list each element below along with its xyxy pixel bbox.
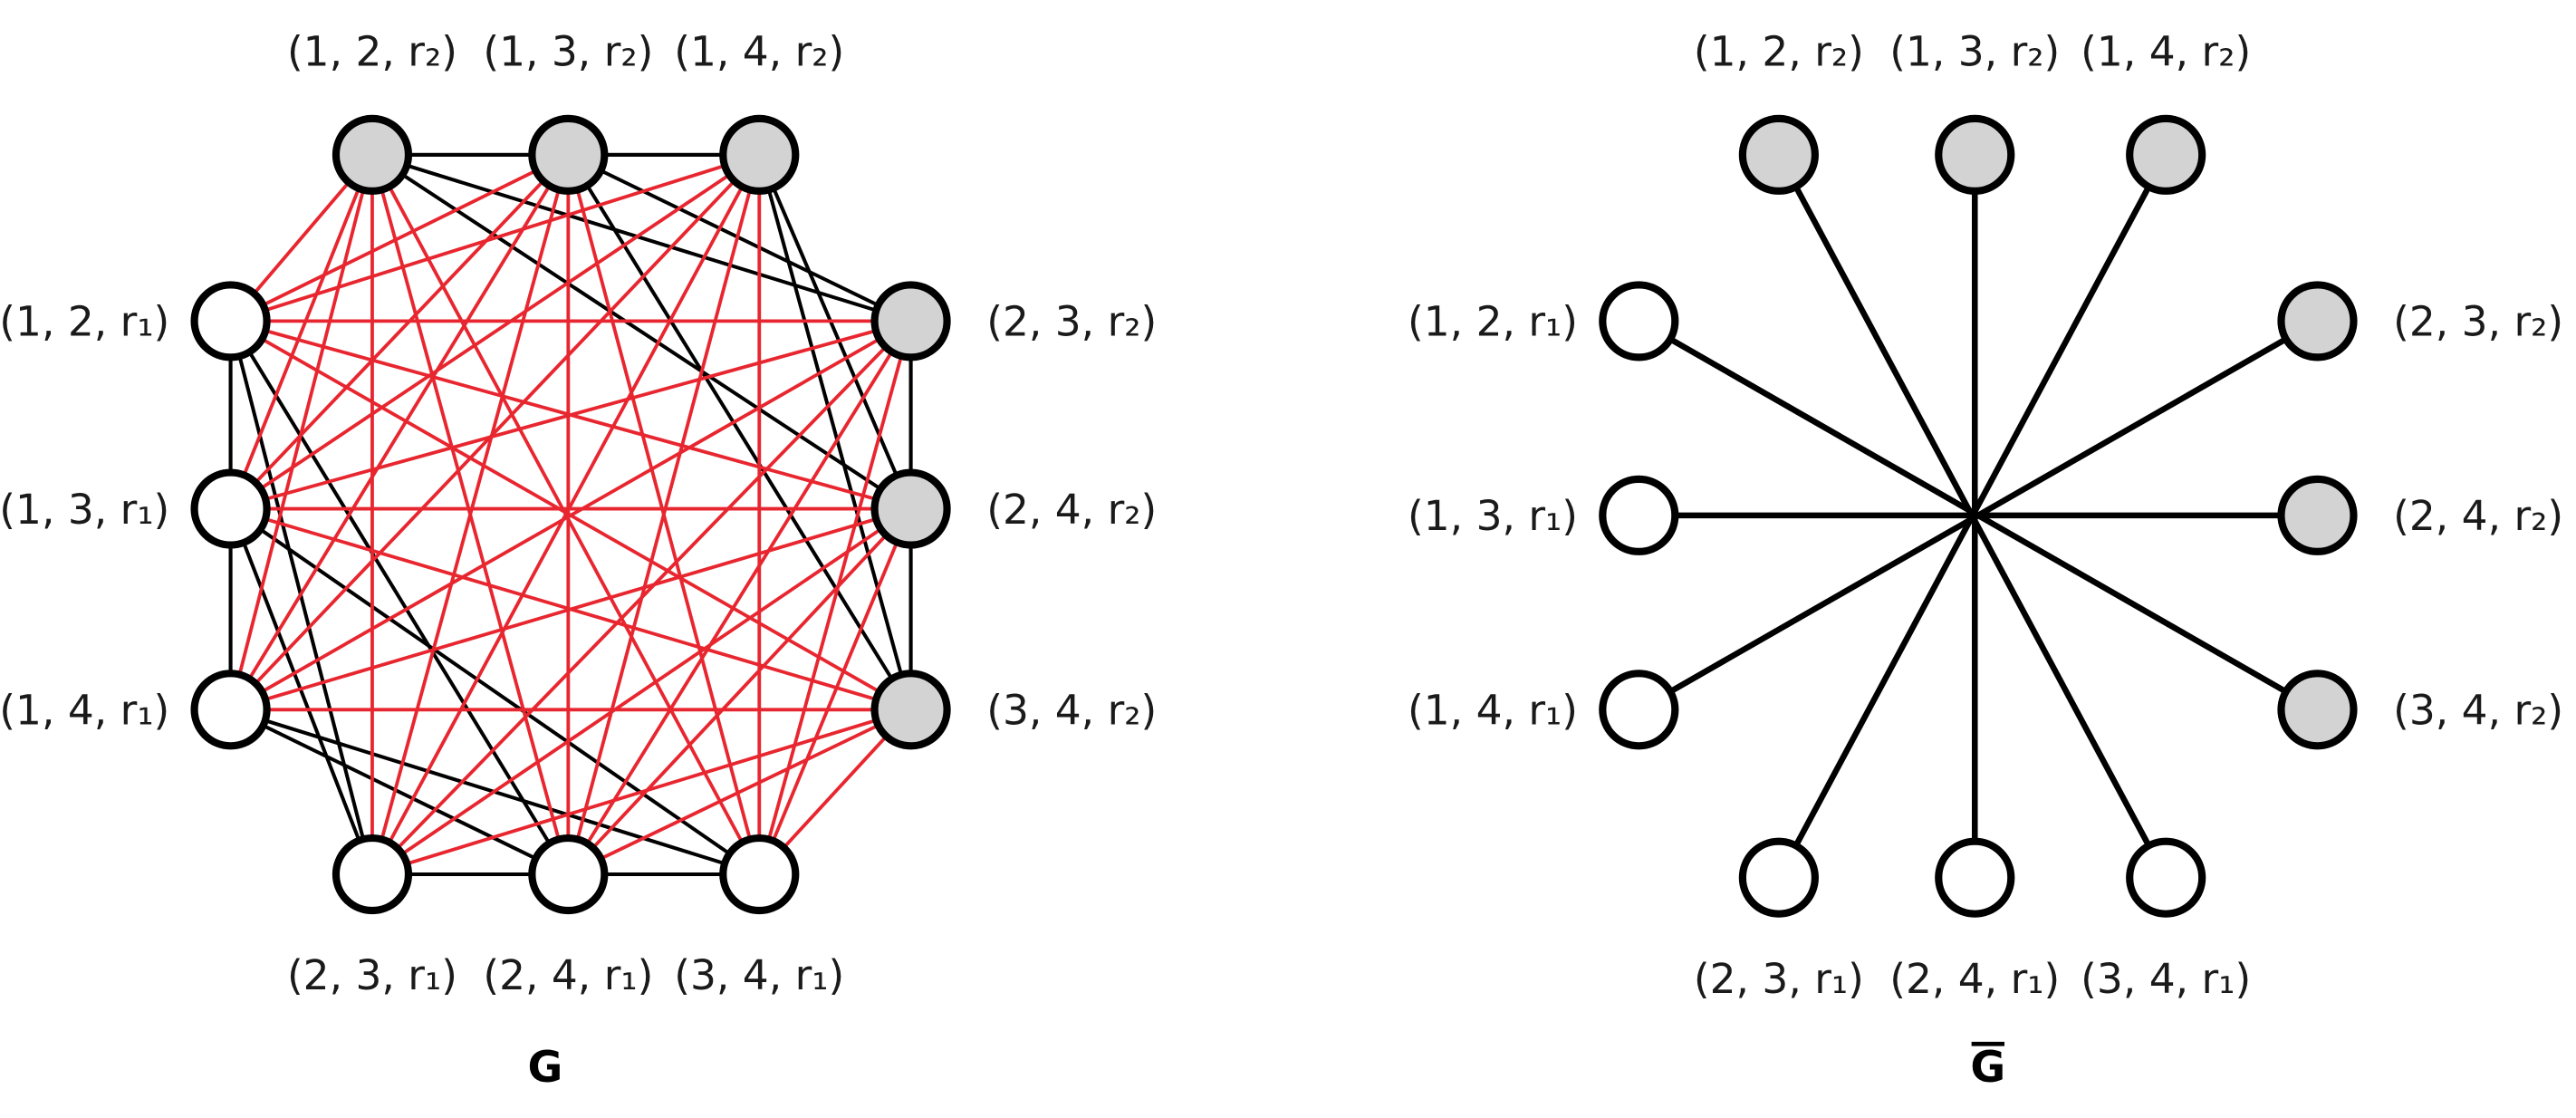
edge-14r2-13r1 bbox=[229, 153, 761, 511]
node-label-24r2: (2, 4, r₂) bbox=[2393, 492, 2563, 540]
node-13r2 bbox=[1935, 114, 2015, 195]
node-12r1 bbox=[1599, 281, 1679, 361]
node-label-12r1: (1, 2, r₁) bbox=[1408, 298, 1578, 346]
edge-14r2-24r1 bbox=[566, 154, 762, 875]
node-label-13r2: (1, 3, r₂) bbox=[483, 28, 653, 76]
node-23r2 bbox=[2277, 281, 2358, 361]
node-12r2 bbox=[332, 114, 413, 195]
edge-12r2-23r2 bbox=[371, 152, 912, 323]
graph-g-title: G bbox=[527, 1043, 562, 1093]
graph-g: (1, 2, r₂) (1, 3, r₂) (1, 4, r₂) (2, 3, r₂)… bbox=[0, 28, 1157, 1093]
edge-24r2-34r1 bbox=[757, 507, 913, 875]
edge-23r2-34r1 bbox=[757, 320, 913, 875]
node-14r2 bbox=[719, 114, 800, 195]
node-24r1 bbox=[1935, 837, 2015, 918]
edge-14r1-24r1 bbox=[229, 708, 570, 876]
node-24r1 bbox=[528, 834, 609, 915]
node-label-23r2: (2, 3, r₂) bbox=[986, 298, 1157, 346]
complement-edge-34r2-12r1 bbox=[1637, 318, 2320, 713]
edge-12r2-13r1 bbox=[228, 154, 374, 510]
edge-13r1-34r1 bbox=[229, 506, 761, 876]
edge-34r2-23r1 bbox=[371, 708, 912, 876]
node-34r1 bbox=[719, 834, 800, 915]
graph-g-complement-edges bbox=[1637, 153, 2320, 880]
node-13r2 bbox=[528, 114, 609, 195]
node-13r1 bbox=[190, 468, 271, 549]
node-label-14r2: (1, 4, r₂) bbox=[674, 28, 844, 76]
node-label-12r2: (1, 2, r₂) bbox=[287, 28, 457, 76]
node-23r2 bbox=[870, 281, 951, 361]
node-label-13r1: (1, 3, r₁) bbox=[0, 486, 169, 534]
graph-g-nodes bbox=[190, 114, 951, 915]
edge-13r2-13r1 bbox=[229, 153, 570, 510]
edge-24r2-12r1 bbox=[230, 319, 912, 511]
edge-14r2-14r1 bbox=[229, 153, 761, 711]
node-23r1 bbox=[1738, 837, 1819, 918]
edge-12r2-24r2 bbox=[370, 153, 912, 511]
node-24r2 bbox=[870, 468, 951, 549]
node-label-14r1: (1, 4, r₁) bbox=[0, 687, 169, 735]
edge-13r2-23r2 bbox=[567, 153, 912, 323]
node-12r2 bbox=[1738, 114, 1819, 195]
node-14r1 bbox=[1599, 670, 1679, 750]
node-14r2 bbox=[2126, 114, 2206, 195]
node-label-34r2: (3, 4, r₂) bbox=[2393, 687, 2563, 735]
node-label-23r1: (2, 3, r₁) bbox=[1694, 955, 1864, 1003]
edge-34r2-13r1 bbox=[230, 506, 912, 712]
node-label-24r2: (2, 4, r₂) bbox=[986, 486, 1157, 534]
edge-23r2-23r1 bbox=[370, 320, 912, 876]
edge-13r2-23r1 bbox=[370, 154, 571, 875]
node-label-12r1: (1, 2, r₁) bbox=[0, 298, 169, 346]
edge-14r2-34r2 bbox=[757, 154, 913, 710]
node-label-34r2: (3, 4, r₂) bbox=[986, 687, 1157, 735]
graph-g-red-edges bbox=[228, 153, 913, 876]
graph-g-complement-nodes bbox=[1599, 114, 2358, 918]
node-label-23r1: (2, 3, r₁) bbox=[287, 951, 457, 999]
edge-13r2-12r1 bbox=[229, 153, 570, 323]
node-label-24r1: (2, 4, r₁) bbox=[483, 951, 653, 999]
node-23r1 bbox=[332, 834, 413, 915]
node-14r1 bbox=[190, 670, 271, 750]
node-label-13r1: (1, 3, r₁) bbox=[1408, 492, 1578, 540]
node-label-34r1: (3, 4, r₁) bbox=[2081, 955, 2251, 1003]
node-34r2 bbox=[870, 670, 951, 750]
node-label-14r1: (1, 4, r₁) bbox=[1408, 687, 1578, 735]
edge-14r2-24r2 bbox=[757, 154, 913, 510]
node-label-23r2: (2, 3, r₂) bbox=[2393, 298, 2563, 346]
edge-34r2-12r1 bbox=[229, 319, 912, 711]
node-24r2 bbox=[2277, 475, 2358, 555]
graph-g-complement-title: G bbox=[1970, 1043, 2005, 1093]
node-12r1 bbox=[190, 281, 271, 361]
edge-13r1-23r1 bbox=[228, 507, 374, 875]
node-13r1 bbox=[1599, 475, 1679, 555]
node-34r2 bbox=[2277, 670, 2358, 750]
edge-24r2-23r1 bbox=[370, 506, 912, 876]
node-label-13r2: (1, 3, r₂) bbox=[1889, 28, 2060, 76]
edge-13r2-14r1 bbox=[228, 153, 570, 711]
node-label-24r1: (2, 4, r₁) bbox=[1889, 955, 2060, 1003]
edge-14r2-23r1 bbox=[370, 153, 761, 875]
graph-g-complement-labels: (1, 2, r₂) (1, 3, r₂) (1, 4, r₂) (2, 3, r₂)… bbox=[1408, 28, 2563, 1003]
node-label-12r2: (1, 2, r₂) bbox=[1694, 28, 1864, 76]
edge-12r1-23r1 bbox=[228, 320, 374, 875]
edge-23r2-24r1 bbox=[566, 320, 913, 876]
edge-34r2-24r1 bbox=[567, 708, 912, 876]
edge-24r2-24r1 bbox=[566, 507, 912, 876]
graph-g-labels: (1, 2, r₂) (1, 3, r₂) (1, 4, r₂) (2, 3, r₂)… bbox=[0, 28, 1157, 1000]
graph-g-complement: (1, 2, r₂) (1, 3, r₂) (1, 4, r₂) (2, 3, r₂)… bbox=[1408, 28, 2563, 1093]
edge-14r2-12r1 bbox=[230, 153, 760, 323]
node-34r1 bbox=[2126, 837, 2206, 918]
edge-12r1-24r1 bbox=[228, 320, 571, 876]
node-label-14r2: (1, 4, r₂) bbox=[2081, 28, 2251, 76]
node-label-34r1: (3, 4, r₁) bbox=[674, 951, 844, 999]
edge-13r2-34r2 bbox=[566, 153, 913, 711]
